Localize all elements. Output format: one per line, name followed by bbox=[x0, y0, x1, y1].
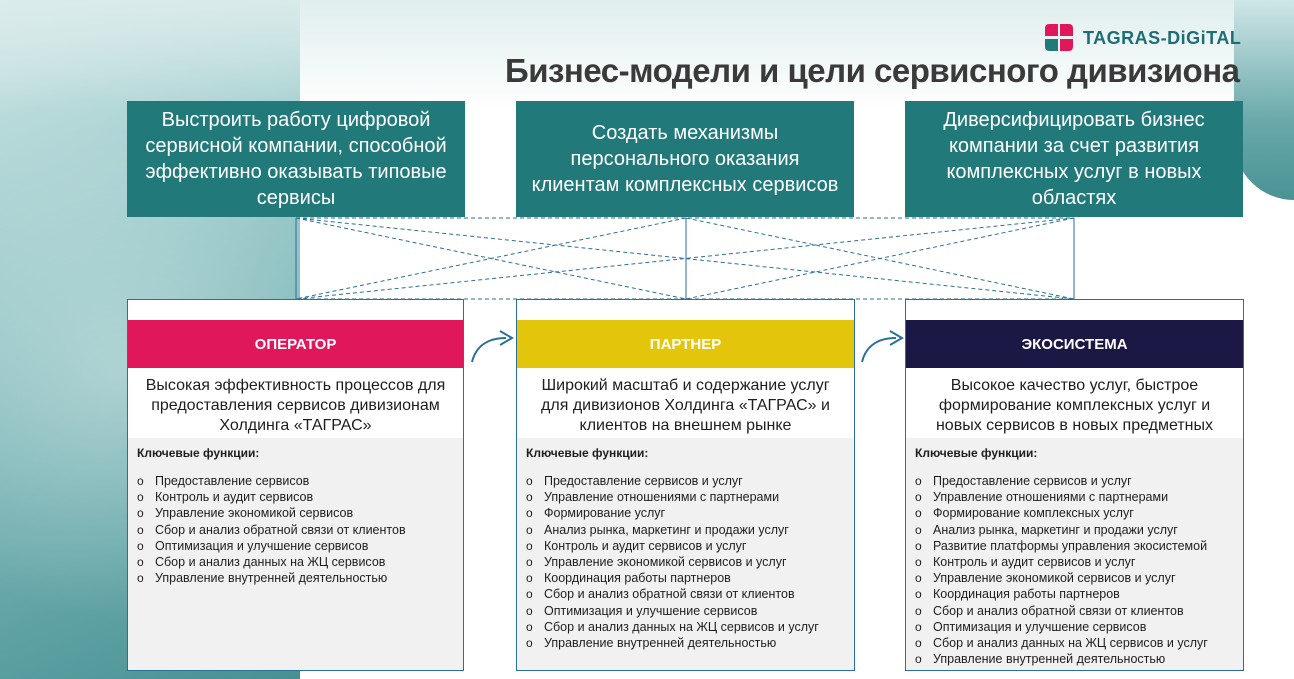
function-item: Сбор и анализ данных на ЖЦ сервисов и ус… bbox=[915, 635, 1233, 651]
functions-list: Предоставление сервисовКонтроль и аудит … bbox=[137, 473, 453, 587]
function-item: Оптимизация и улучшение сервисов bbox=[137, 538, 453, 554]
goal-text: Диверсифицировать бизнес компании за сче… bbox=[943, 109, 1205, 209]
function-item: Сбор и анализ обратной связи от клиентов bbox=[526, 586, 844, 602]
goal-box-3: Диверсифицировать бизнес компании за сче… bbox=[905, 101, 1243, 217]
tagras-digital-logo: TAGRAS-DiGiTAL bbox=[1045, 24, 1241, 52]
function-item: Сбор и анализ данных на ЖЦ сервисов bbox=[137, 554, 453, 570]
function-item: Управление экономикой сервисов и услуг bbox=[915, 570, 1233, 586]
function-item: Предоставление сервисов и услуг bbox=[915, 473, 1233, 489]
functions-list: Предоставление сервисов и услугУправлени… bbox=[915, 473, 1233, 668]
function-item: Формирование комплексных услуг bbox=[915, 505, 1233, 521]
function-item: Оптимизация и улучшение сервисов bbox=[915, 619, 1233, 635]
functions-label: Ключевые функции: bbox=[137, 446, 260, 460]
model-functions-panel: Ключевые функции: Предоставление сервисо… bbox=[906, 438, 1243, 670]
function-item: Анализ рынка, маркетинг и продажи услуг bbox=[915, 522, 1233, 538]
function-item: Анализ рынка, маркетинг и продажи услуг bbox=[526, 522, 844, 538]
model-card-ecosystem: ЭКОСИСТЕМА Высокое качество услуг, быстр… bbox=[905, 299, 1244, 671]
functions-label: Ключевые функции: bbox=[915, 446, 1038, 460]
function-item: Сбор и анализ обратной связи от клиентов bbox=[915, 603, 1233, 619]
function-item: Предоставление сервисов bbox=[137, 473, 453, 489]
model-description: Широкий масштаб и содержание услуг для д… bbox=[541, 377, 830, 434]
page-title: Бизнес-модели и цели сервисного дивизион… bbox=[505, 52, 1240, 89]
curved-arrow-icon bbox=[861, 330, 904, 363]
function-item: Управление экономикой сервисов bbox=[137, 505, 453, 521]
curved-arrow-icon bbox=[471, 330, 514, 363]
goal-text: Создать механизмы персонального оказания… bbox=[531, 122, 839, 196]
function-item: Координация работы партнеров bbox=[526, 570, 844, 586]
background-top-fade bbox=[0, 0, 1294, 110]
function-item: Контроль и аудит сервисов и услуг bbox=[915, 554, 1233, 570]
function-item: Управление внутренней деятельностью bbox=[915, 651, 1233, 667]
function-item: Контроль и аудит сервисов и услуг bbox=[526, 538, 844, 554]
model-header: ЭКОСИСТЕМА bbox=[906, 320, 1243, 368]
goal-text: Выстроить работу цифровой сервисной комп… bbox=[145, 109, 447, 209]
function-item: Сбор и анализ данных на ЖЦ сервисов и ус… bbox=[526, 619, 844, 635]
function-item: Координация работы партнеров bbox=[915, 586, 1233, 602]
function-item: Контроль и аудит сервисов bbox=[137, 489, 453, 505]
function-item: Управление отношениями с партнерами bbox=[526, 489, 844, 505]
function-item: Управление внутренней деятельностью bbox=[137, 570, 453, 586]
model-card-partner: ПАРТНЕР Широкий масштаб и содержание усл… bbox=[516, 299, 855, 671]
function-item: Управление отношениями с партнерами bbox=[915, 489, 1233, 505]
function-item: Развитие платформы управления экосистемо… bbox=[915, 538, 1233, 554]
logo-text: TAGRAS-DiGiTAL bbox=[1083, 27, 1242, 48]
model-functions-panel: Ключевые функции: Предоставление сервисо… bbox=[517, 438, 854, 670]
function-item: Предоставление сервисов и услуг bbox=[526, 473, 844, 489]
model-functions-panel: Ключевые функции: Предоставление сервисо… bbox=[128, 438, 463, 670]
model-description: Высокая эффективность процессов для пред… bbox=[145, 377, 446, 434]
logo-mark-icon bbox=[1045, 24, 1075, 52]
function-item: Формирование услуг bbox=[526, 505, 844, 521]
model-card-operator: ОПЕРАТОР Высокая эффективность процессов… bbox=[127, 299, 464, 671]
function-item: Управление внутренней деятельностью bbox=[526, 635, 844, 651]
function-item: Оптимизация и улучшение сервисов bbox=[526, 603, 844, 619]
function-item: Управление экономикой сервисов и услуг bbox=[526, 554, 844, 570]
model-header: ОПЕРАТОР bbox=[128, 320, 463, 368]
goal-box-2: Создать механизмы персонального оказания… bbox=[516, 101, 854, 217]
model-header: ПАРТНЕР bbox=[517, 320, 854, 368]
goal-box-1: Выстроить работу цифровой сервисной комп… bbox=[127, 101, 465, 217]
model-description: Высокое качество услуг, быстрое формиров… bbox=[935, 377, 1214, 434]
background-right-panel bbox=[1234, 0, 1294, 200]
function-item: Сбор и анализ обратной связи от клиентов bbox=[137, 522, 453, 538]
functions-list: Предоставление сервисов и услугУправлени… bbox=[526, 473, 844, 651]
functions-label: Ключевые функции: bbox=[526, 446, 649, 460]
